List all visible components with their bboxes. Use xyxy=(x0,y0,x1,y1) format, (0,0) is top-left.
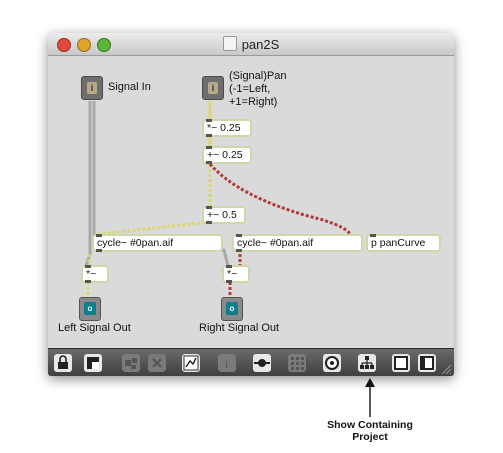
patch-cord-icon[interactable] xyxy=(253,354,271,372)
title-bar[interactable]: pan2S xyxy=(48,33,454,56)
show-containing-project-icon[interactable] xyxy=(358,354,376,372)
close-x-icon[interactable] xyxy=(148,354,166,372)
minimize-window-button[interactable] xyxy=(77,38,91,52)
mul-right-object[interactable]: *~ xyxy=(222,265,250,283)
right-signal-out-label: Right Signal Out xyxy=(199,322,280,334)
pan-label-line: (-1=Left, xyxy=(229,83,271,95)
callout-line: Show Containing xyxy=(327,419,413,431)
show-containing-project-callout: Show Containing Project xyxy=(305,419,435,443)
svg-text:i: i xyxy=(225,357,229,371)
pan-label-line: (Signal)Pan xyxy=(229,70,287,82)
resize-grip-icon[interactable] xyxy=(440,363,452,375)
inlet-glyph: i xyxy=(208,82,218,94)
signal-in-inlet[interactable]: i xyxy=(81,76,103,100)
patcher-toolbar: i xyxy=(48,348,454,376)
callout-line: Project xyxy=(352,431,388,443)
close-window-button[interactable] xyxy=(57,38,71,52)
lock-icon[interactable] xyxy=(54,354,72,372)
mul-left-object[interactable]: *~ xyxy=(81,265,109,283)
add-0.25-object[interactable]: +~ 0.25 xyxy=(202,146,252,164)
patcher-canvas[interactable]: i Signal In i (Signal)Pan (-1=Left, +1=R… xyxy=(48,56,454,348)
pan-inlet[interactable]: i xyxy=(202,76,224,100)
pan-label-line: +1=Right) xyxy=(229,96,278,108)
callout-arrow-icon xyxy=(365,378,375,417)
presentation-icon[interactable] xyxy=(84,354,102,372)
zoom-window-button[interactable] xyxy=(97,38,111,52)
window-title-container: pan2S xyxy=(48,36,454,52)
window-icon[interactable] xyxy=(392,354,410,372)
left-signal-outlet[interactable]: o xyxy=(79,297,101,321)
window-title: pan2S xyxy=(241,37,280,52)
right-signal-outlet[interactable]: o xyxy=(221,297,243,321)
mul-0.25-object[interactable]: *~ 0.25 xyxy=(202,119,252,137)
clue-icon[interactable] xyxy=(323,354,341,372)
outlet-glyph: o xyxy=(84,302,96,315)
sidebar-icon[interactable] xyxy=(418,354,436,372)
inspector-icon[interactable] xyxy=(182,354,200,372)
document-icon xyxy=(222,36,237,51)
cord-signal-left[interactable] xyxy=(84,101,92,267)
patcher-window: pan2S i Signal In i (Signal)Pan (-1=Left… xyxy=(48,33,454,376)
left-signal-out-label: Left Signal Out xyxy=(58,322,131,334)
add-0.5-object[interactable]: +~ 0.5 xyxy=(202,206,246,224)
inlet-glyph: i xyxy=(87,82,97,94)
patch-cords xyxy=(84,101,354,298)
info-icon[interactable]: i xyxy=(218,354,236,372)
pan-curve-subpatch[interactable]: p panCurve xyxy=(366,234,441,252)
cycle-right-object[interactable]: cycle~ #0pan.aif xyxy=(232,234,363,252)
signal-in-label: Signal In xyxy=(108,81,151,93)
grid-icon[interactable] xyxy=(288,354,306,372)
outlet-glyph: o xyxy=(226,302,238,315)
cord-add-cycle-right[interactable] xyxy=(208,163,354,239)
grid-snap-icon[interactable] xyxy=(122,354,140,372)
pan-label: (Signal)Pan (-1=Left, +1=Right) xyxy=(229,70,286,109)
cord-add-cycle-left[interactable] xyxy=(97,220,211,236)
cycle-left-object[interactable]: cycle~ #0pan.aif xyxy=(92,234,223,252)
